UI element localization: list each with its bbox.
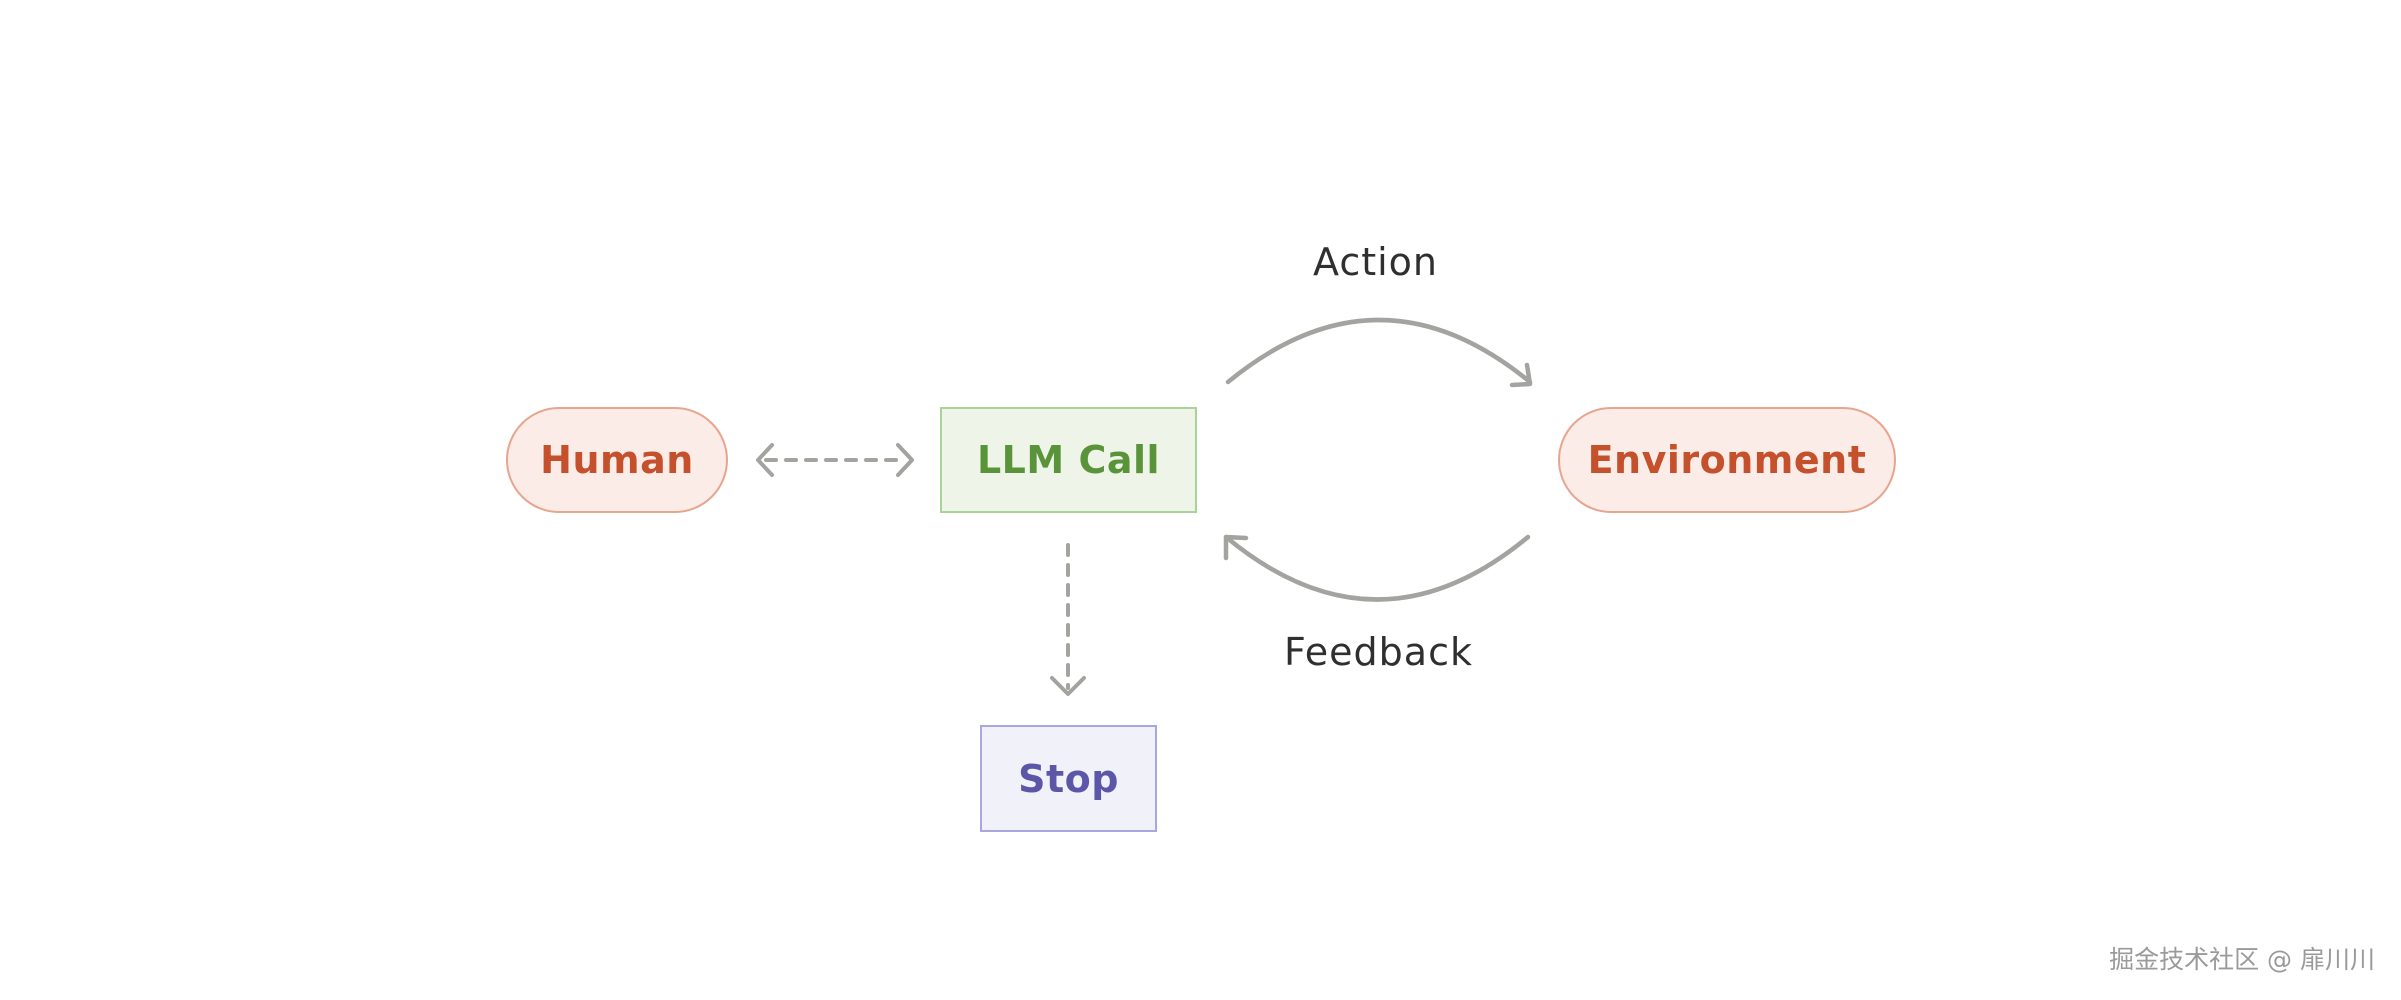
stop-node-label: Stop bbox=[1018, 756, 1119, 801]
stop-node: Stop bbox=[980, 725, 1157, 832]
environment-node-label: Environment bbox=[1587, 438, 1867, 482]
action-label: Action bbox=[1313, 240, 1439, 284]
human-node-label: Human bbox=[540, 438, 694, 482]
llm-call-node-label: LLM Call bbox=[976, 438, 1161, 482]
llm-stop-dashed-arrow bbox=[1050, 543, 1086, 696]
watermark-text: 掘金技术社区 @ 扉川川 bbox=[2109, 945, 2375, 974]
human-node: Human bbox=[506, 407, 728, 513]
action-arc-arrow bbox=[1225, 317, 1533, 388]
llm-call-node: LLM Call bbox=[940, 407, 1197, 513]
environment-node: Environment bbox=[1558, 407, 1896, 513]
feedback-label: Feedback bbox=[1284, 630, 1473, 674]
human-llm-dashed-arrow bbox=[756, 443, 914, 477]
feedback-arc-arrow bbox=[1223, 534, 1531, 602]
